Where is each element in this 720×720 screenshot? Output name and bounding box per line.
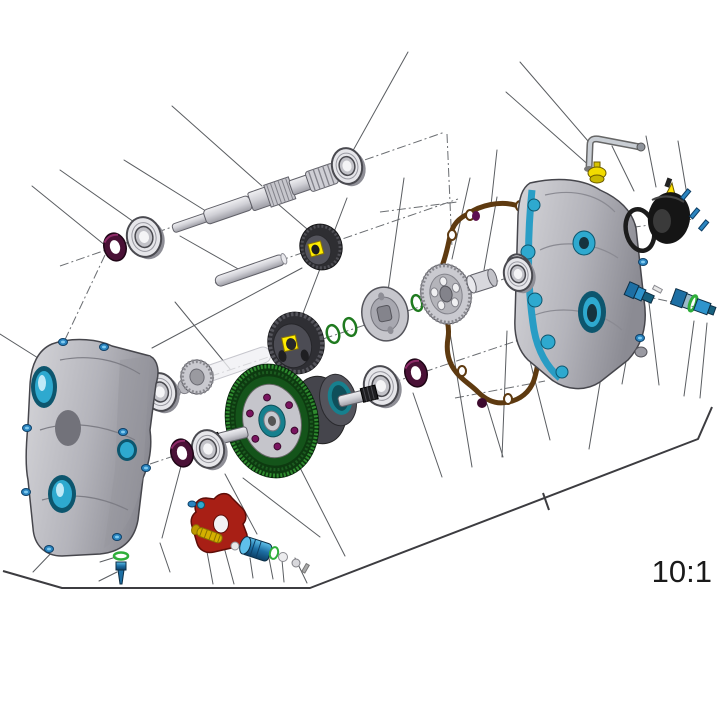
oil-seal bbox=[170, 438, 194, 468]
detent-plug bbox=[239, 536, 273, 562]
input-shaft bbox=[171, 163, 339, 233]
case-recess bbox=[55, 410, 81, 446]
detent-ball bbox=[291, 558, 301, 568]
detent-spring bbox=[191, 524, 223, 544]
case-mating-edge bbox=[525, 189, 563, 381]
sprocket-gear bbox=[419, 263, 473, 325]
detent-screw bbox=[301, 562, 310, 574]
gasket-grommet bbox=[472, 211, 480, 221]
idler-gear-yellow-key bbox=[299, 223, 343, 271]
oil-seal bbox=[404, 358, 428, 388]
ball-bearing bbox=[190, 429, 228, 471]
ball-bearing bbox=[125, 216, 165, 260]
scale-label: 10:1 bbox=[652, 554, 712, 589]
drawing-frame bbox=[2, 406, 713, 589]
vent-tube bbox=[584, 135, 646, 172]
spacer-bushing bbox=[466, 268, 498, 294]
driven-gear-yellow-key bbox=[267, 311, 325, 375]
breather-fitting bbox=[587, 161, 607, 184]
flange-hub bbox=[361, 286, 409, 342]
detent-ball bbox=[278, 552, 288, 562]
output-gear-assembly bbox=[202, 363, 379, 479]
gasket-grommet bbox=[477, 398, 487, 408]
speed-sensor bbox=[623, 281, 655, 304]
ball-bearing bbox=[330, 147, 366, 187]
output-shaft-stub-right bbox=[337, 384, 379, 408]
detent-ball bbox=[230, 541, 240, 551]
front-case-half bbox=[21, 338, 159, 557]
case-plug bbox=[120, 442, 134, 458]
ball-bearing bbox=[502, 256, 536, 294]
roll-pin bbox=[651, 284, 664, 294]
case-screws bbox=[679, 188, 710, 232]
rubber-boot bbox=[647, 177, 691, 244]
drain-plug bbox=[112, 551, 130, 585]
detent-o-ring bbox=[268, 546, 280, 560]
oil-seal bbox=[103, 232, 127, 262]
speed-sensor bbox=[669, 288, 717, 316]
idler-shaft bbox=[214, 253, 288, 287]
output-ring-gear bbox=[224, 363, 320, 479]
